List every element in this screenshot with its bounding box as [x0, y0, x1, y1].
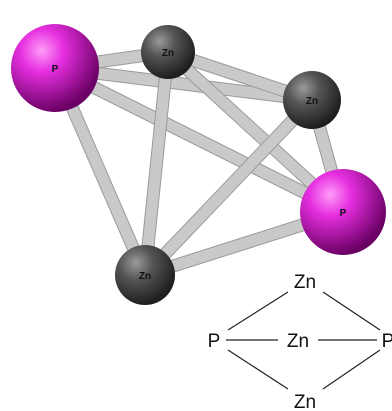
atom-zn1 [141, 25, 195, 79]
atom-p1 [11, 24, 99, 112]
structural-formula-scheme: Zn P Zn P Zn [208, 272, 392, 411]
scheme-bond-zn-top-p-right [322, 291, 381, 331]
atom-zn3-label: Zn [139, 271, 151, 282]
atom-p2 [300, 169, 386, 255]
atom-zn3 [115, 245, 175, 305]
atom-p1-label: P [52, 64, 59, 75]
bond-zn2-zn3 [139, 94, 318, 281]
scheme-bond-p-left-zn-bottom [227, 349, 289, 390]
bond-zn1-zn3 [139, 46, 174, 281]
scheme-zn-mid-label: Zn [287, 331, 309, 352]
atom-p2-label: P [340, 208, 347, 219]
scheme-bond-p-left-zn-top [227, 291, 289, 331]
atom-zn1-label: Zn [162, 48, 174, 59]
scheme-bond-zn-bottom-p-right [322, 349, 381, 390]
scheme-p-right-label: P [382, 331, 392, 352]
scheme-zn-top-label: Zn [294, 272, 316, 293]
scheme-zn-bottom-label: Zn [294, 392, 316, 411]
atom-zn2-label: Zn [306, 96, 318, 107]
bond-p1-p2 [49, 62, 349, 218]
atom-zn2 [283, 71, 341, 129]
scheme-p-left-label: P [208, 331, 221, 352]
